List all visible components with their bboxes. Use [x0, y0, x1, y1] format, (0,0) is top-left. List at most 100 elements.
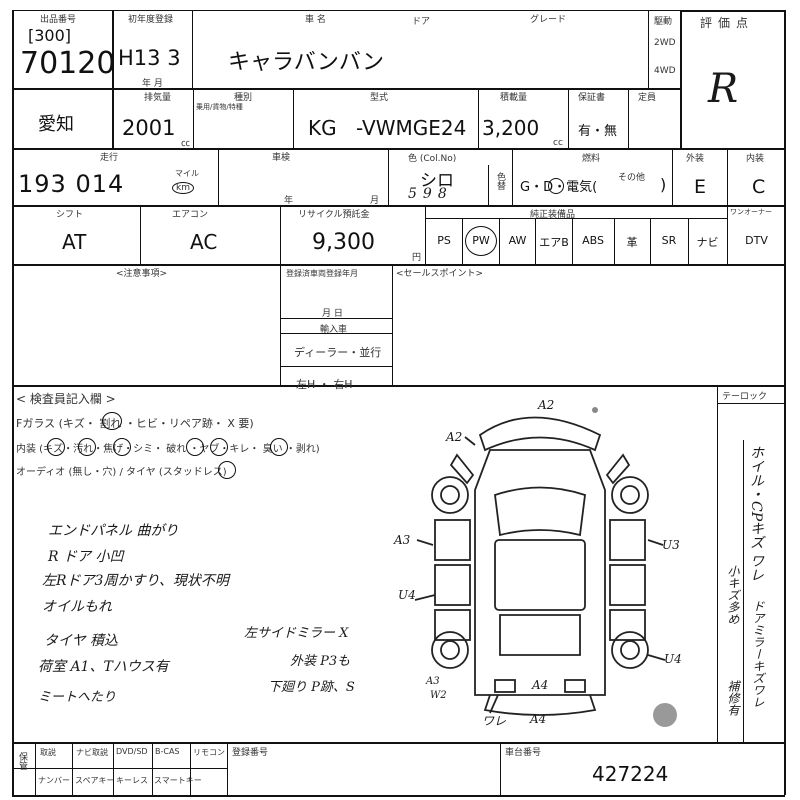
equip-sr: SR [661, 234, 677, 247]
fuel-d-circle [548, 178, 564, 194]
color-label: 色 (Col.No) [408, 154, 457, 164]
capacity-unit: cc [553, 138, 563, 148]
mileage: 193 014 [18, 170, 125, 198]
warranty-value: 有・無 [578, 124, 618, 139]
mark-a4-rear: A4 [532, 678, 549, 692]
hand-note-5: タイヤ 積込 [44, 633, 119, 649]
category-sub: 乗用/貨物/特種 [196, 103, 243, 111]
mark-u4-right: U4 [664, 652, 682, 666]
int-grade: C [752, 176, 766, 198]
capacity-label: 積載量 [500, 93, 528, 103]
color-no: 598 [408, 186, 453, 202]
int-label: 内装 [746, 154, 765, 164]
interior-line: 内装 (キズ・汚れ・焦げ・シミ・ 破れ ・ヤブ・キレ・ 臭い ・剥れ) [16, 444, 320, 455]
item-remote: リモコン [193, 748, 225, 757]
equip-label: 純正装備品 [530, 210, 576, 220]
equip-navi: ナビ [696, 236, 719, 249]
circle-mark [210, 438, 228, 456]
first-reg-label: 初年度登録 [128, 15, 174, 25]
fuel-label: 燃料 [582, 154, 601, 164]
ext-grade: E [694, 176, 707, 198]
equip-ps: PS [437, 234, 451, 247]
mileage-label: 走行 [100, 153, 119, 163]
steering: 左H ・ 右H [296, 378, 353, 391]
dealer: ディーラー・並行 [294, 346, 382, 359]
recycle-label: リサイクル預託金 [298, 210, 370, 220]
mark-crack-rear: ワレ [482, 714, 507, 728]
circle-mark [78, 438, 96, 456]
circle-mark [102, 412, 122, 430]
first-reg-value: H13 3 [118, 46, 181, 70]
venue-label: 出品番号 [40, 15, 77, 25]
warranty-label: 保証書 [578, 93, 606, 103]
shift-label: シフト [56, 210, 84, 220]
footer-left-label: 保管 [17, 752, 27, 770]
category-label: 種別 [234, 93, 253, 103]
mileage-unit-km: km [172, 182, 194, 194]
equip-dtv: DTV [745, 234, 768, 247]
circle-mark [113, 438, 131, 456]
car-diagram [414, 407, 677, 727]
hand-note-7: ミートへたり [38, 690, 117, 705]
equip-abs: ABS [582, 234, 604, 247]
circle-mark [270, 438, 288, 456]
side-note-2: 小キズ多め [726, 565, 740, 625]
mark-a3-left: A3 [394, 533, 411, 547]
item-bcas: B-CAS [155, 747, 180, 756]
hand-note-6: 荷室 A1、Tハウス有 [38, 659, 169, 675]
other-label: ワンオーナー [730, 208, 772, 216]
side-note-3: ドアミラーキズワレ [751, 600, 765, 708]
seats-label: 定員 [638, 93, 657, 103]
drive-4wd: 4WD [654, 66, 676, 76]
item-keyless: キーレス [116, 776, 148, 785]
circle-mark [218, 461, 236, 479]
item-spare-key: スペアキー [75, 776, 115, 785]
special-label: 登録済車両登録年月 [286, 269, 358, 278]
mark-a3-rear: A3 [426, 676, 440, 687]
right-label: テーロック [722, 392, 768, 402]
venue-code: [300] [28, 26, 72, 45]
fuel-other: その他 [618, 173, 646, 183]
grade-label: グレード [530, 15, 567, 25]
shift: AT [62, 230, 87, 254]
inspection-year: 年 [284, 196, 294, 206]
year-month-label: 年 月 [142, 79, 163, 89]
mileage-unit-mile: マイル [175, 169, 199, 178]
side-note-4: 補修有 [726, 680, 740, 716]
equip-airbag: エアB [539, 236, 569, 249]
equip-aw: AW [508, 234, 527, 247]
door-label: ドア [412, 17, 431, 27]
side-note: ホイル・CPキズ ワレ [748, 445, 764, 582]
score-label: 評価点 [700, 16, 755, 30]
mark-a2-top: A2 [538, 398, 555, 412]
displacement-unit: ㏄ [181, 139, 191, 149]
hand-note-2: R ドア 小凹 [48, 549, 124, 565]
frame-label: 車台番号 [505, 748, 542, 758]
area: 愛知 [38, 114, 74, 135]
mirror-note-1: 左サイドミラー X [244, 626, 349, 641]
fuel-close: ) [660, 175, 667, 194]
ext-label: 外装 [686, 154, 705, 164]
glass-line: Fガラス (キズ・ 割れ ・ヒビ・リペア跡・ X 要) [16, 417, 254, 430]
month-day: 月 日 [322, 309, 343, 319]
lot-number: 70120 [20, 46, 116, 81]
mark-w2-rear: W2 [430, 690, 447, 701]
inspection-label: 車検 [272, 153, 291, 163]
aircon: AC [190, 230, 218, 254]
hand-note-1: エンドパネル 曲がり [48, 523, 179, 539]
circle-mark [47, 438, 65, 456]
frame-number: 427224 [592, 762, 669, 786]
mirror-note-2: 外装 P3も [290, 654, 351, 669]
displacement: 2001 [122, 116, 176, 140]
drive-label: 駆動 [654, 17, 673, 27]
equip-leather: 革 [626, 236, 638, 249]
recolor-label: 色替 [495, 172, 505, 190]
mark-u4-left: U4 [398, 588, 416, 602]
import-label: 輸入車 [320, 325, 348, 335]
capacity: 3,200 [482, 116, 540, 140]
model-label: 型式 [370, 93, 389, 103]
item-smart-key: スマートキー [154, 776, 202, 785]
reg-label: 登録番号 [232, 748, 269, 758]
inspection-title: < 検査員記入欄 > [16, 392, 116, 406]
item-dvd-sd: DVD/SD [116, 747, 148, 756]
